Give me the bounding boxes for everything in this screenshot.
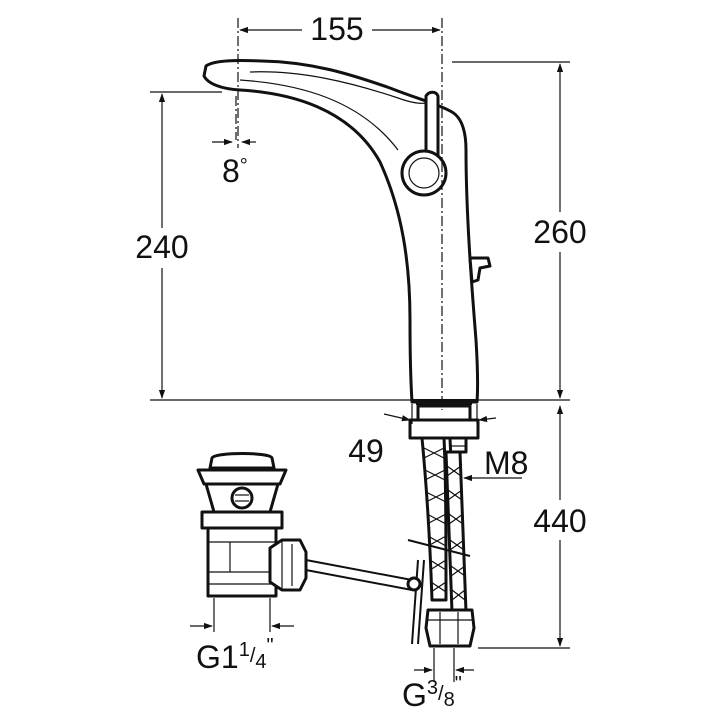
dim-hose-thread-suffix: " — [455, 673, 462, 695]
dim-outlet-height: 240 — [135, 229, 188, 265]
dim-total-height: 260 — [533, 214, 586, 250]
dim-spout-angle-unit: ° — [240, 155, 248, 177]
spout-top-highlight — [249, 71, 427, 104]
shank-assembly — [407, 404, 480, 648]
dim-waste-thread-num: 1 — [239, 639, 250, 661]
braided-hose-left — [420, 436, 448, 602]
waste-plug — [208, 452, 276, 470]
dim-thread-size: M8 — [484, 445, 528, 481]
popup-rod — [407, 539, 471, 557]
popup-waste — [196, 452, 422, 598]
waste-side-connector — [268, 538, 308, 592]
lever-handle — [424, 90, 440, 162]
dim-hose-length: 440 — [533, 503, 586, 539]
hose-end-fitting — [424, 608, 476, 648]
dim-hose-thread-prefix: G — [402, 677, 427, 713]
dim-waste-thread-suffix: " — [267, 635, 274, 657]
waste-body — [206, 526, 278, 598]
dim-spout-angle: 8° — [222, 153, 248, 189]
braided-hose-right — [444, 450, 468, 614]
dim-waste-thread: G11/4" — [196, 635, 274, 675]
fixing-nut — [408, 418, 480, 440]
dim-spout-reach: 155 — [310, 11, 363, 47]
waste-flange — [196, 468, 288, 486]
dimension-lines — [150, 18, 570, 682]
dim-spout-angle-value: 8 — [222, 153, 240, 189]
dim-hose-thread-den: 8 — [444, 689, 455, 711]
dim-hose-thread-num: 3 — [427, 677, 438, 699]
spout-inner-curve — [239, 79, 399, 151]
dim-waste-thread-prefix: G1 — [196, 639, 239, 675]
waste-overflow-hole — [230, 486, 254, 510]
popup-rod-knob — [468, 256, 492, 284]
dim-hose-thread: G3/8" — [402, 673, 462, 713]
dim-body-diameter: 49 — [348, 433, 384, 469]
spout-and-column — [202, 59, 480, 404]
dim-waste-thread-den: 4 — [255, 651, 266, 673]
faucet-body — [202, 59, 492, 405]
